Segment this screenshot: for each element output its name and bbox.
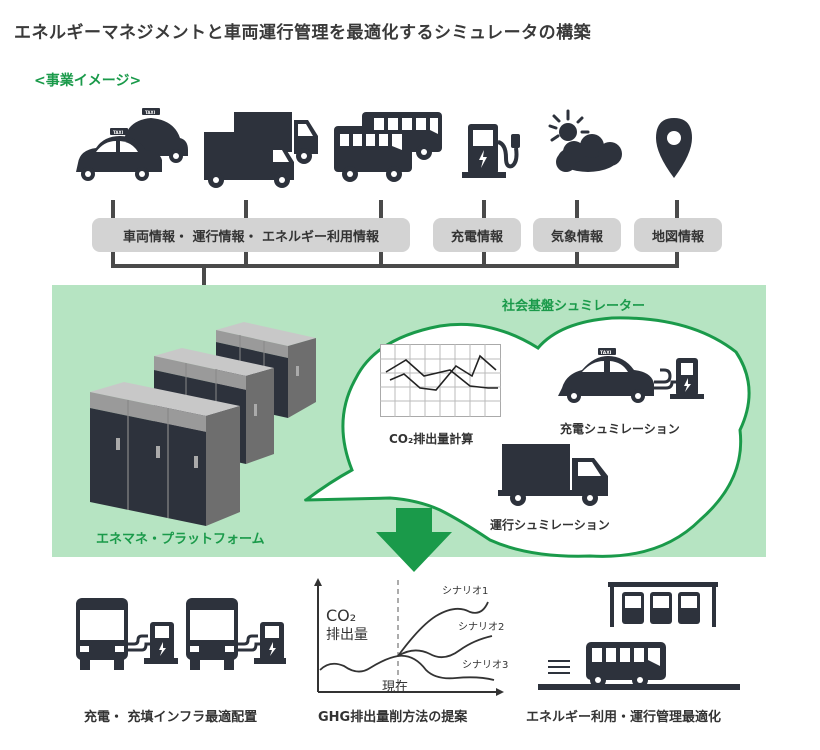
- scenario-now-label: 現在: [382, 680, 409, 695]
- ghg-proposal-label: GHG排出量削方法の提案: [318, 710, 468, 725]
- co2-line-chart-icon: [380, 344, 501, 417]
- scenario-ylabel-2: 排出量: [326, 627, 368, 643]
- green-down-arrow-icon: [376, 508, 452, 572]
- svg-text:TAXI: TAXI: [113, 130, 124, 135]
- simulator-title: 社会基盤シュミレーター: [502, 299, 646, 314]
- platform-label: エネマネ・プラットフォーム: [96, 532, 265, 547]
- truck-sim-icon: [498, 444, 608, 506]
- info-pill-map: 地図情報: [634, 218, 722, 252]
- scenario-2-line: [397, 635, 493, 659]
- infra-placement-label: 充電・ 充填インフラ最適配置: [84, 710, 258, 725]
- scenario-2-label: シナリオ2: [458, 622, 505, 633]
- taxi-charging-icon: TAXI: [558, 348, 704, 403]
- bus-icon: [334, 112, 442, 182]
- server-racks-icon: [90, 322, 316, 526]
- weather-icon: [548, 109, 622, 172]
- info-pill-charging: 充電情報: [433, 218, 521, 252]
- scenario-1-line: [397, 601, 489, 657]
- scenario-3-line: [397, 654, 495, 681]
- co2-calc-label: CO₂排出量計算: [389, 432, 474, 446]
- charging-station-icon: [462, 124, 520, 178]
- map-pin-icon: [656, 118, 692, 178]
- truck-icon: [204, 112, 318, 188]
- page-title: エネルギーマネジメントと車両運行管理を最適化するシミュレータの構築: [14, 23, 592, 43]
- scenario-1-label: シナリオ1: [442, 586, 489, 597]
- bus-depot-icon: [538, 582, 740, 690]
- bus-charging-icon: [76, 598, 286, 670]
- scenario-ylabel-1: CO₂: [326, 606, 357, 625]
- charging-sim-label: 充電シュミレーション: [560, 422, 680, 436]
- taxi-icon: TAXI TAXI: [76, 108, 188, 181]
- history-line: [319, 655, 399, 673]
- scenario-chart: [314, 578, 504, 696]
- info-pill-weather: 気象情報: [533, 218, 621, 252]
- simulator-bubble: [304, 316, 751, 558]
- operation-sim-label: 運行シュミレーション: [490, 518, 610, 532]
- section-subtitle: <事業イメージ>: [34, 73, 142, 89]
- info-pill-vehicle: 車両情報・ 運行情報・ エネルギー利用情報: [92, 218, 410, 252]
- energy-operation-label: エネルギー利用・運行管理最適化: [526, 710, 722, 725]
- svg-text:TAXI: TAXI: [600, 350, 612, 356]
- svg-text:TAXI: TAXI: [145, 110, 156, 115]
- scenario-3-label: シナリオ3: [462, 660, 509, 671]
